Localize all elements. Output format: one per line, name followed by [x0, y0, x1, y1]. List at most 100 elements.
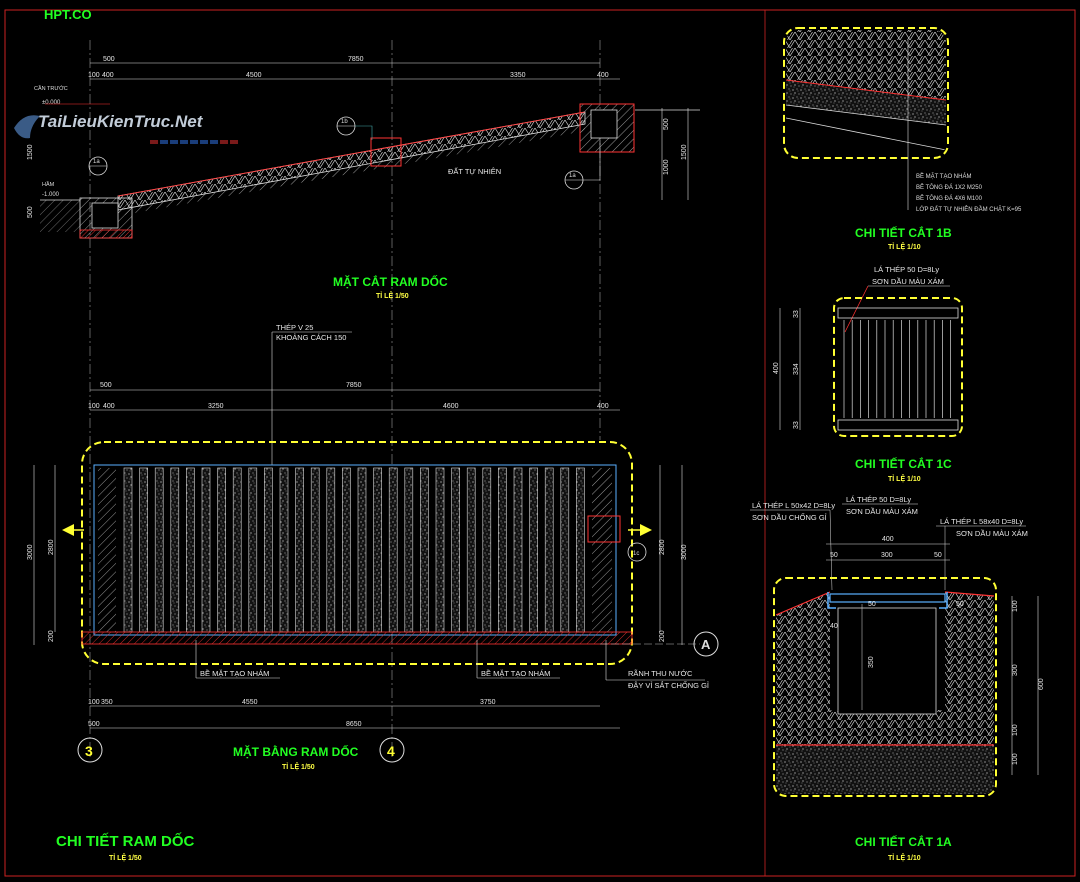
- svg-text:TỈ LỆ 1/10: TỈ LỆ 1/10: [888, 853, 921, 862]
- steel-bar: [404, 467, 414, 633]
- svg-text:SƠN DẦU MÀU XÁM: SƠN DẦU MÀU XÁM: [846, 506, 918, 516]
- section-title: MẶT CẮT RAM DỐC: [333, 274, 448, 289]
- svg-text:CẦN TRƯỚC: CẦN TRƯỚC: [34, 85, 68, 92]
- steel-bar: [139, 467, 148, 633]
- steel-bar: [310, 467, 320, 633]
- sec-dim-7850: 7850: [348, 56, 364, 63]
- svg-text:2800: 2800: [48, 539, 55, 555]
- svg-text:8650: 8650: [346, 721, 362, 728]
- soil-label: ĐẤT TỰ NHIÊN: [448, 166, 501, 176]
- svg-text:3350: 3350: [510, 72, 526, 79]
- svg-text:TỈ LỆ 1/10: TỈ LỆ 1/10: [888, 242, 921, 251]
- svg-text:TỈ LỆ 1/50: TỈ LỆ 1/50: [282, 762, 315, 771]
- svg-text:400: 400: [103, 403, 115, 410]
- svg-text:100: 100: [1012, 724, 1019, 736]
- svg-text:33: 33: [793, 310, 800, 318]
- svg-text:4500: 4500: [246, 72, 262, 79]
- steel-bar: [482, 467, 492, 633]
- svg-text:1a: 1a: [93, 159, 100, 165]
- detail-1c-title: CHI TIẾT CẮT 1C: [855, 456, 952, 471]
- svg-text:-1.000: -1.000: [42, 192, 60, 198]
- svg-text:500: 500: [100, 382, 112, 389]
- svg-text:1500: 1500: [681, 144, 688, 160]
- svg-text:TỈ LỆ 1/50: TỈ LỆ 1/50: [376, 291, 409, 300]
- svg-text:LÁ THÉP L 58x40 D=8Ly: LÁ THÉP L 58x40 D=8Ly: [940, 517, 1023, 526]
- svg-text:1a: 1a: [569, 173, 576, 179]
- svg-text:400: 400: [102, 72, 114, 79]
- svg-text:300: 300: [1012, 664, 1019, 676]
- sheet-title: CHI TIẾT RAM DỐC: [56, 832, 194, 850]
- svg-text:HẦM: HẦM: [42, 181, 55, 188]
- svg-text:500: 500: [663, 118, 670, 130]
- svg-text:BỀ MẶT TẠO NHÁM: BỀ MẶT TẠO NHÁM: [200, 668, 269, 678]
- detail-1b: BỀ MẶT TẠO NHÁM BÊ TÔNG ĐÁ 1X2 M250 BÊ T…: [783, 27, 1022, 251]
- svg-text:3: 3: [85, 743, 93, 759]
- steel-bar: [326, 467, 336, 633]
- steel-bar: [123, 467, 133, 633]
- svg-text:100: 100: [1012, 600, 1019, 612]
- svg-text:LỚP ĐẤT TỰ NHIÊN ĐẦM CHẶT K=95: LỚP ĐẤT TỰ NHIÊN ĐẦM CHẶT K=95: [916, 205, 1022, 213]
- detail-1a: LÁ THÉP L 50x42 D=8Ly SƠN DẦU CHỐNG GỈ L…: [750, 495, 1045, 862]
- svg-text:100: 100: [88, 403, 100, 410]
- steel-bar: [373, 467, 382, 633]
- svg-text:500: 500: [27, 206, 34, 218]
- svg-text:1000: 1000: [663, 159, 670, 175]
- svg-text:350: 350: [868, 656, 875, 668]
- svg-text:1b: 1b: [341, 119, 348, 125]
- detail-1c: LÁ THÉP 50 D=8Ly SƠN DẦU MÀU XÁM 33 334 …: [773, 265, 963, 483]
- svg-text:KHOẢNG CÁCH 150: KHOẢNG CÁCH 150: [276, 333, 346, 342]
- svg-text:200: 200: [48, 630, 55, 642]
- detail-1b-title: CHI TIẾT CẮT 1B: [855, 225, 952, 240]
- svg-text:4550: 4550: [242, 699, 258, 706]
- steel-bar: [498, 467, 507, 633]
- plan-drawing: THÉP V 25 KHOẢNG CÁCH 150 500 7850 100 4…: [27, 323, 719, 771]
- svg-text:2800: 2800: [659, 539, 666, 555]
- svg-text:SƠN DẦU MÀU XÁM: SƠN DẦU MÀU XÁM: [956, 528, 1028, 538]
- svg-text:A: A: [701, 637, 711, 652]
- steel-bar: [342, 467, 351, 633]
- svg-text:THÉP V 25: THÉP V 25: [276, 323, 313, 332]
- plan-title: MẶT BẰNG RAM DỐC: [233, 744, 359, 759]
- svg-text:100: 100: [1012, 753, 1019, 765]
- sheet-border: [4, 9, 1076, 877]
- svg-text:4600: 4600: [443, 403, 459, 410]
- steel-bar: [279, 467, 289, 633]
- sec-dim-500: 500: [103, 56, 115, 63]
- steel-bar: [264, 467, 273, 633]
- svg-text:400: 400: [597, 72, 609, 79]
- svg-text:3000: 3000: [681, 544, 688, 560]
- svg-text:50: 50: [956, 601, 964, 608]
- svg-text:BỀ MẶT TẠO NHÁM: BỀ MẶT TẠO NHÁM: [481, 668, 550, 678]
- svg-text:600: 600: [1038, 678, 1045, 690]
- svg-text:334: 334: [793, 363, 800, 375]
- steel-bar: [170, 467, 180, 633]
- steel-bar: [451, 467, 460, 633]
- svg-text:7850: 7850: [346, 382, 362, 389]
- svg-text:LÁ THÉP 50 D=8Ly: LÁ THÉP 50 D=8Ly: [874, 265, 939, 274]
- svg-text:BÊ TÔNG ĐÁ 4X6 M100: BÊ TÔNG ĐÁ 4X6 M100: [916, 194, 983, 202]
- svg-text:1c: 1c: [633, 551, 639, 557]
- svg-text:LÁ THÉP L 50x42 D=8Ly: LÁ THÉP L 50x42 D=8Ly: [752, 501, 835, 510]
- steel-plates-1c: [843, 320, 951, 418]
- steel-bar: [529, 467, 538, 633]
- svg-text:40: 40: [830, 623, 838, 630]
- svg-text:50: 50: [830, 552, 838, 559]
- section-drawing: 500 7850 100 400 4500 3350 400 500 1000 …: [27, 40, 700, 760]
- svg-text:1500: 1500: [27, 144, 34, 160]
- svg-text:TỈ LỆ 1/50: TỈ LỆ 1/50: [109, 853, 142, 862]
- steel-bar: [232, 467, 242, 633]
- svg-text:SƠN DẦU CHỐNG GỈ: SƠN DẦU CHỐNG GỈ: [752, 512, 827, 522]
- steel-bar: [435, 467, 445, 633]
- svg-text:3250: 3250: [208, 403, 224, 410]
- svg-text:TaiLieuKienTruc.Net: TaiLieuKienTruc.Net: [38, 112, 204, 131]
- svg-text:BÊ TÔNG ĐÁ 1X2 M250: BÊ TÔNG ĐÁ 1X2 M250: [916, 183, 983, 191]
- steel-bar: [560, 467, 570, 633]
- svg-text:33: 33: [793, 421, 800, 429]
- svg-text:350: 350: [101, 699, 113, 706]
- svg-text:400: 400: [773, 362, 780, 374]
- svg-text:3750: 3750: [480, 699, 496, 706]
- svg-text:TỈ LỆ 1/10: TỈ LỆ 1/10: [888, 474, 921, 483]
- steel-bar: [154, 467, 164, 633]
- svg-text:50: 50: [868, 601, 876, 608]
